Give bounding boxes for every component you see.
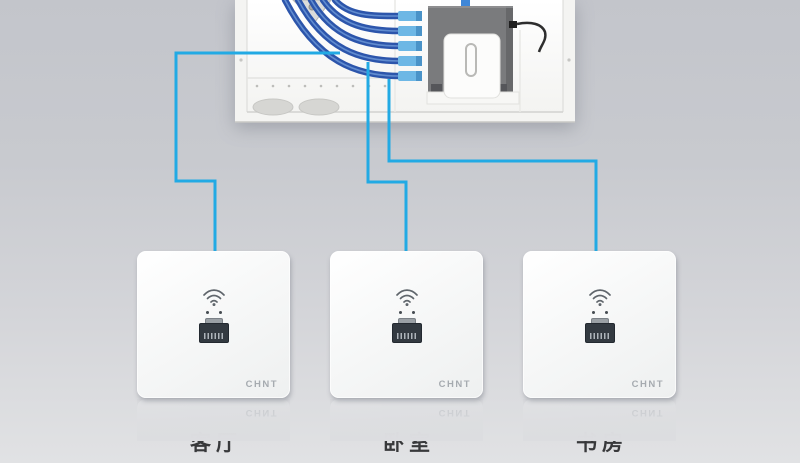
panel-face: CHNT [330, 251, 483, 398]
wifi-icon [395, 289, 418, 306]
rj45-pins [396, 333, 417, 339]
led-indicators [591, 311, 608, 314]
bracket-slot [465, 43, 477, 77]
rj45-body [584, 323, 615, 343]
rj45-body [391, 323, 422, 343]
rj45-pins [589, 333, 610, 339]
panel-reflection: CHNT [523, 399, 676, 441]
rj45-tab [397, 318, 416, 323]
panel-reflection: CHNT [330, 399, 483, 441]
wifi-panel-study: CHNT [523, 251, 676, 398]
connector-line-bedroom [366, 62, 408, 253]
connector-line-living-room [174, 51, 340, 253]
panel-reflection: CHNT [137, 399, 290, 441]
connector-line-study [387, 79, 598, 253]
rj45-port [584, 318, 615, 343]
clip [496, 84, 507, 93]
rj45-port [198, 318, 229, 343]
led-indicators [205, 311, 222, 314]
rj45-port [391, 318, 422, 343]
screw-holes [255, 84, 387, 88]
wifi-panel-living-room: CHNT [137, 251, 290, 398]
brand-logo: CHNT [631, 379, 664, 390]
cable-cutout [298, 98, 340, 116]
led-indicators [398, 311, 415, 314]
distribution-box-illustration [235, 0, 575, 123]
clip [431, 84, 442, 93]
cable-cutout [252, 98, 294, 116]
brand-logo: CHNT [438, 379, 471, 390]
panel-face: CHNT [137, 251, 290, 398]
wifi-panel-bedroom: CHNT [330, 251, 483, 398]
rj45-pins [203, 333, 224, 339]
wifi-icon [588, 289, 611, 306]
rj45-body [198, 323, 229, 343]
top-connector [461, 0, 470, 6]
rj45-tab [204, 318, 223, 323]
distribution-box-photo [235, 0, 575, 128]
wifi-icon [202, 289, 225, 306]
power-cable [516, 21, 547, 53]
brand-logo: CHNT [245, 379, 278, 390]
panel-face: CHNT [523, 251, 676, 398]
cable-connectors [398, 11, 422, 81]
rj45-tab [590, 318, 609, 323]
